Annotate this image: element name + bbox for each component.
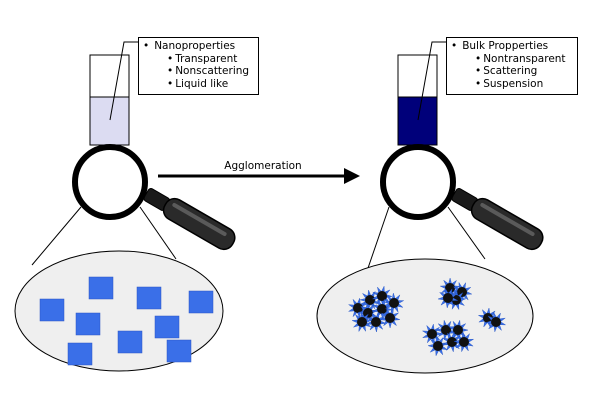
nanoparticle <box>136 286 162 310</box>
nanoparticle <box>154 315 180 339</box>
bulk-property-item: Scattering <box>475 65 572 78</box>
agglomerated-particle <box>427 335 449 357</box>
agglomerated-particle <box>379 307 401 329</box>
agglomerated-particle <box>359 289 381 311</box>
agglomerated-particle <box>351 311 373 333</box>
agglomerated-particle <box>435 319 457 341</box>
agglomeration-arrow-icon <box>158 168 360 184</box>
bulk-properties-list: Nontransparent Scattering Suspension <box>451 53 572 91</box>
right-liquid <box>397 96 438 146</box>
left-zoom-line-right <box>139 206 177 260</box>
nanoparticle <box>117 330 143 354</box>
nanoparticle <box>39 298 65 322</box>
nanoparticle <box>188 290 214 314</box>
right-test-tube-icon <box>397 54 438 146</box>
right-zoom-ellipse <box>316 258 534 374</box>
nanoparticle <box>88 276 114 300</box>
left-magnifying-glass-icon <box>72 144 236 251</box>
dispersed-nanoparticles <box>39 276 214 366</box>
right-magnifying-glass-icon <box>380 144 544 251</box>
agglomerated-particle <box>383 292 405 314</box>
agglomerated-particle <box>485 311 507 333</box>
agglomerated-particle <box>477 307 499 329</box>
agglomerated-nanoparticles <box>347 277 507 357</box>
agglomeration-label: Agglomeration <box>224 160 302 172</box>
nanoproperties-callout: Nanoproperties Transparent Nonscattering… <box>138 37 259 95</box>
nanoparticle <box>75 312 101 336</box>
nanoproperties-list: Transparent Nonscattering Liquid like <box>143 53 253 91</box>
nanoproperty-item: Liquid like <box>167 78 253 91</box>
nanoparticle <box>166 339 192 363</box>
nanoproperty-item: Transparent <box>167 53 253 66</box>
bulk-properties-title: Bulk Propperties <box>451 40 572 53</box>
agglomerated-particle <box>453 331 475 353</box>
bulk-property-item: Nontransparent <box>475 53 572 66</box>
nanoparticle <box>67 342 93 366</box>
right-callout-leader <box>417 41 446 121</box>
agglomerated-particle <box>439 277 461 299</box>
bulk-properties-callout: Bulk Propperties Nontransparent Scatteri… <box>446 37 578 95</box>
left-zoom-line-left <box>31 206 82 266</box>
right-zoom-line-left <box>366 206 390 272</box>
left-liquid <box>89 96 130 146</box>
right-zoom-line-right <box>447 206 486 260</box>
nanoproperty-item: Nonscattering <box>167 65 253 78</box>
nanoproperties-title: Nanoproperties <box>143 40 253 53</box>
left-callout-leader <box>109 41 138 121</box>
bulk-property-item: Suspension <box>475 78 572 91</box>
left-test-tube-icon <box>89 54 130 146</box>
agglomerated-particle <box>365 311 387 333</box>
agglomerated-particle <box>437 287 459 309</box>
agglomerated-particle <box>371 285 393 307</box>
